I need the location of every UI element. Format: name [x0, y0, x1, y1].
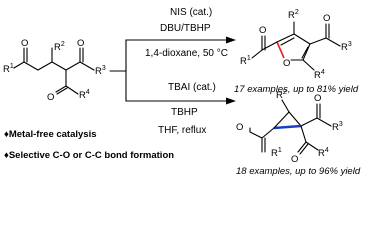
- bottom-result: 18 examples, up to 96% yield: [236, 166, 361, 177]
- svg-text:R2: R2: [54, 41, 65, 53]
- atom-label-r1: R: [3, 64, 10, 75]
- cyclopropane-product: [249, 99, 332, 155]
- atom-label-r3: R: [341, 42, 348, 53]
- svg-text:R4: R4: [79, 89, 90, 101]
- atom-label-r4: R: [79, 90, 86, 101]
- svg-text:R1: R1: [271, 147, 282, 159]
- svg-text:R2: R2: [276, 89, 287, 101]
- svg-text:R1: R1: [240, 55, 251, 67]
- svg-text:R3: R3: [332, 121, 343, 133]
- new-c-o-bond: [276, 41, 285, 59]
- highlight-selective-bond: ♦Selective C-O or C-C bond formation: [4, 150, 174, 161]
- bottom-conditions: THF, reflux: [158, 125, 206, 136]
- svg-text:R3: R3: [341, 41, 352, 53]
- atom-label-r3: R: [95, 66, 102, 77]
- atom-label-o: O: [236, 122, 243, 133]
- svg-text:R3: R3: [95, 65, 106, 77]
- atom-label-o: O: [77, 38, 84, 49]
- atom-label-o: O: [259, 25, 266, 36]
- atom-label-r4: R: [318, 148, 325, 159]
- atom-label-o: O: [21, 38, 28, 49]
- atom-label-r2: R: [288, 10, 295, 21]
- branching-arrows: [109, 36, 236, 105]
- top-conditions: 1,4-dioxane, 50 °C: [145, 48, 228, 59]
- atom-label-r2: R: [54, 42, 61, 53]
- starting-material: [13, 47, 95, 95]
- atom-label-o: O: [323, 13, 330, 24]
- atom-label-o: O: [283, 58, 290, 69]
- svg-text:R4: R4: [314, 69, 325, 81]
- highlight-metal-free: ♦Metal-free catalysis: [4, 129, 97, 140]
- atom-label-r1: R: [271, 148, 278, 159]
- svg-text:R1: R1: [3, 63, 14, 75]
- svg-text:R2: R2: [288, 9, 299, 21]
- bottom-reagent-1: TBAI (cat.): [168, 82, 216, 93]
- svg-text:R4: R4: [318, 147, 329, 159]
- atom-label-o: O: [47, 92, 54, 103]
- atom-label-r4: R: [314, 70, 321, 81]
- atom-label-r1: R: [240, 56, 247, 67]
- top-reagent-1: NIS (cat.): [170, 7, 212, 18]
- top-reagent-2: DBU/TBHP: [160, 23, 211, 34]
- new-c-c-bond: [273, 124, 302, 130]
- atom-label-r3: R: [332, 122, 339, 133]
- reaction-scheme: R1 O R2 O R3 O R4 NIS (cat.) DBU/TBHP 1,…: [3, 7, 361, 177]
- atom-label-o: O: [291, 154, 298, 165]
- atom-label-o: O: [314, 93, 321, 104]
- bottom-reagent-2: TBHP: [171, 107, 198, 118]
- furan-product: [251, 21, 341, 71]
- top-result: 17 examples, up to 81% yield: [234, 84, 359, 95]
- atom-label-r2: R: [276, 90, 283, 101]
